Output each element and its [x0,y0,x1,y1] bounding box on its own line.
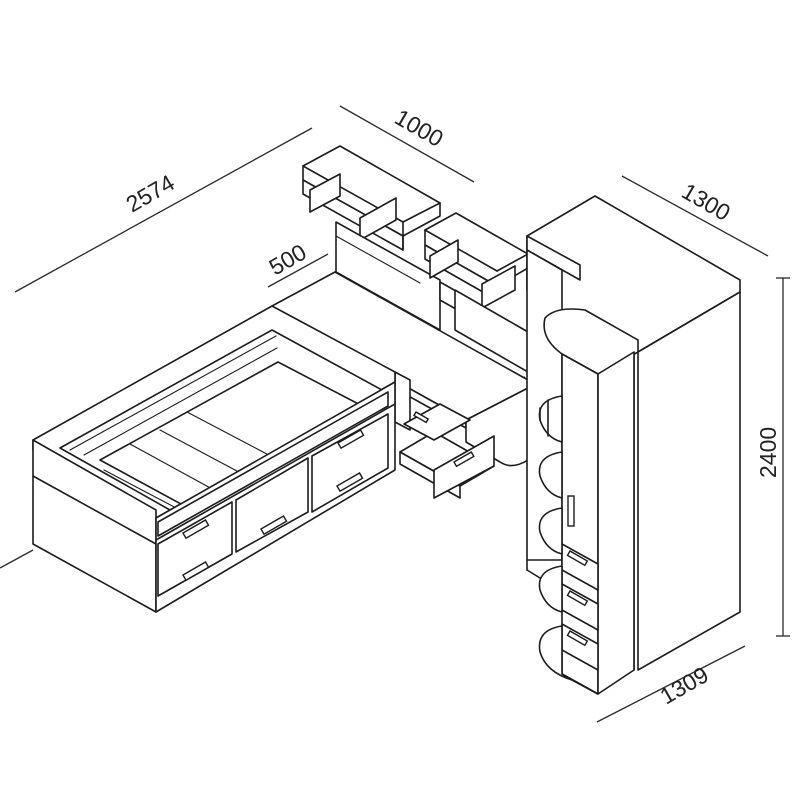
bed-drawer-3 [311,413,389,513]
shelf-cubby-3 [429,239,459,279]
desk-drawer-handle[interactable] [453,451,475,468]
round-shelf-5 [538,625,599,695]
dimension-line-base-length [596,645,746,723]
bed-drawer-handle-top-right[interactable] [337,429,365,450]
label-height: 2400 [755,427,781,478]
label-shelf-width: 1000 [391,104,448,152]
cabinet-curved-top [543,308,639,375]
round-shelf-2 [538,451,563,499]
label-total-length: 2574 [122,169,179,217]
bed-drawer-1 [157,501,233,597]
floor-line [0,549,34,569]
dimension-line-desk-depth [267,253,329,288]
bed-drawer-handle-top-left[interactable] [182,519,210,540]
dimension-line-cabinet-depth [621,175,769,257]
label-cabinet-depth: 1300 [678,178,735,226]
round-shelf-3 [538,507,563,555]
round-shelf-4 [538,565,563,613]
cabinet-drawer-3-handle[interactable] [566,630,589,647]
desk-drawer-inner [403,403,471,441]
cabinet-right-face [637,291,741,671]
bed-slat-divider-1 [186,411,283,463]
shelf-cubby-2 [359,197,397,241]
shelf-cubby-4 [481,265,516,309]
label-desk-depth: 500 [265,239,311,281]
bed-drawer-1-handle[interactable] [182,561,210,582]
tall-cabinet [526,195,741,695]
cabinet-drawer-1-handle[interactable] [566,550,589,567]
wall-shelf-unit [302,145,529,373]
bed-drawer-3-handle[interactable] [336,472,364,493]
cabinet-drawer-2-handle[interactable] [566,590,589,607]
bed-upper-rail [157,391,389,537]
shelf-cubby-1 [309,173,341,213]
cabinet-door-handle[interactable] [567,495,575,527]
desk-drawer-handle-2[interactable] [413,411,430,424]
label-base-length: 1309 [656,661,713,709]
bed [32,305,396,613]
dimension-line-shelf-width [339,105,475,183]
desk-drawer-front [433,435,495,499]
cabinet-door-front [597,351,635,695]
dimension-line-total-length [14,127,313,293]
bed-drawer-2 [235,457,309,553]
bed-drawer-2-handle[interactable] [260,515,288,536]
